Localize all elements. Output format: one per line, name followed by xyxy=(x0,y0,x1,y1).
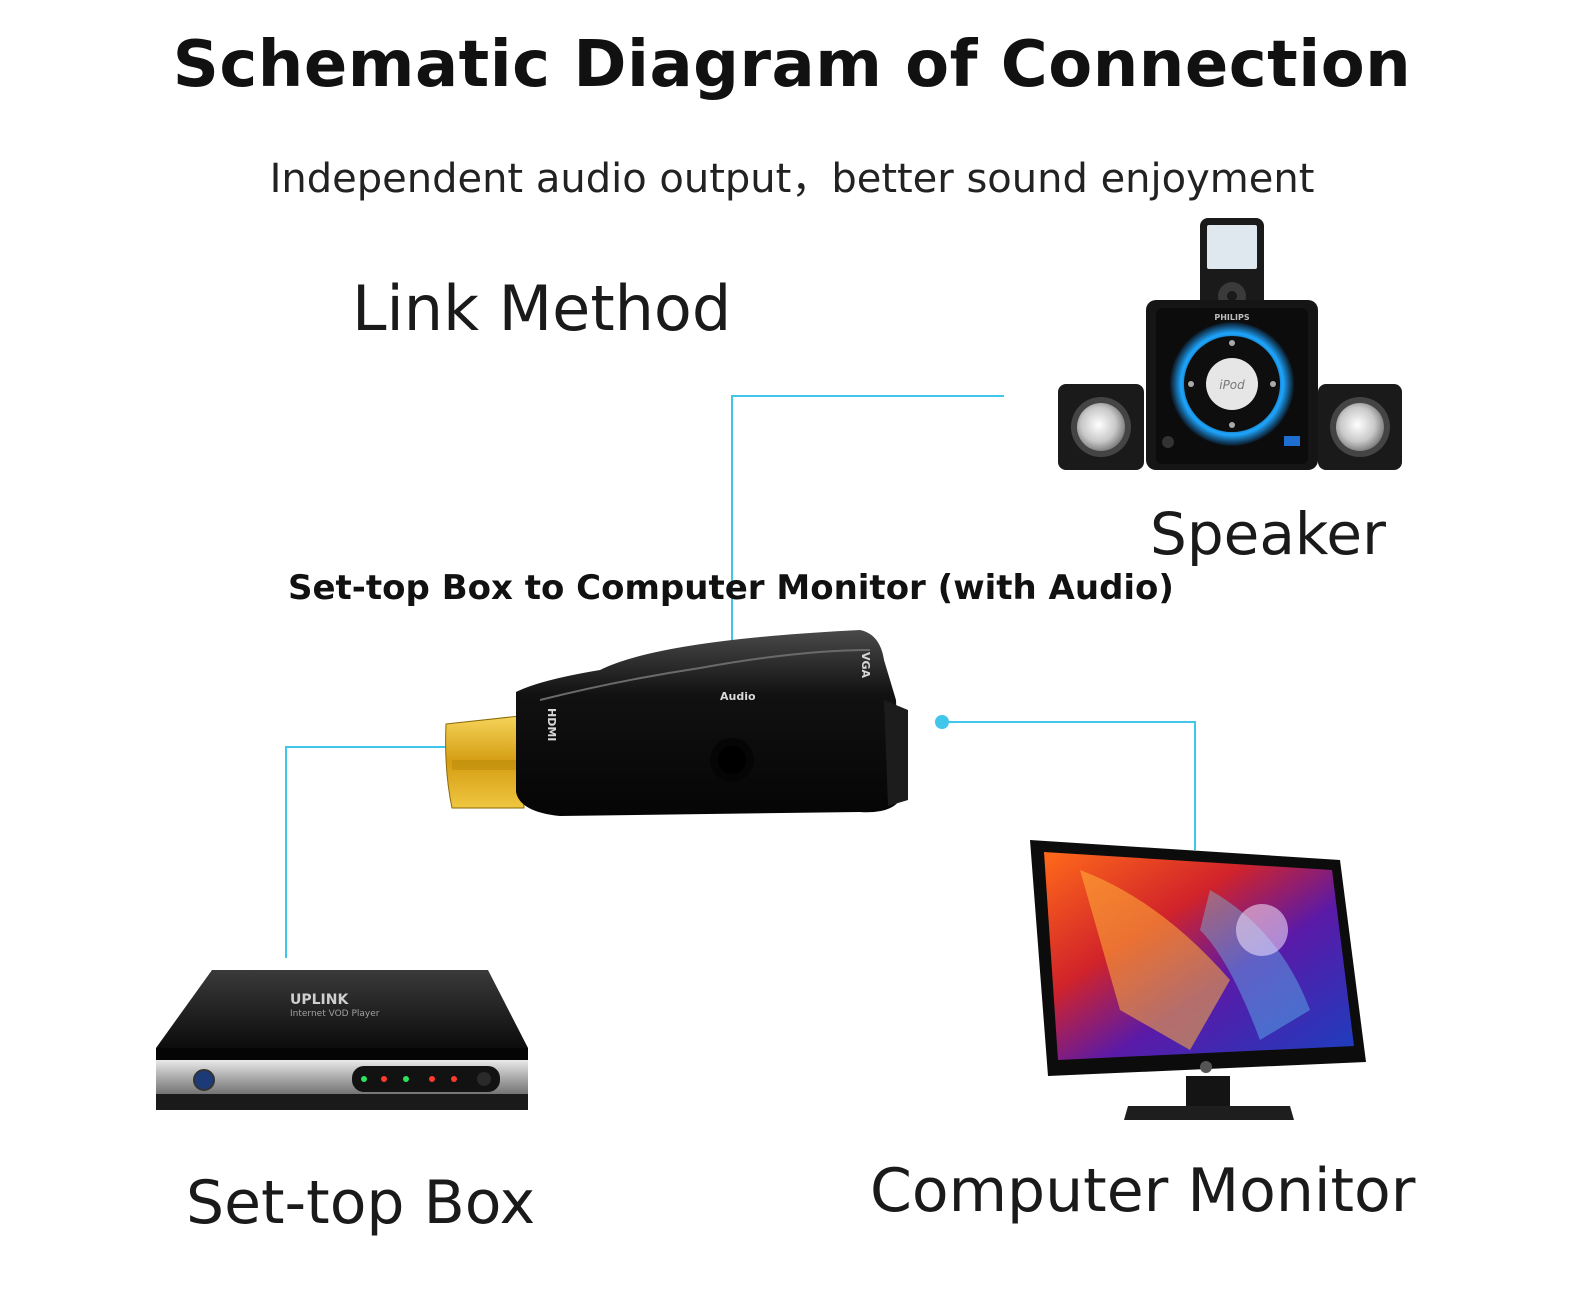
adapter-audio-label: Audio xyxy=(720,690,756,703)
speaker-label: Speaker xyxy=(1150,500,1386,568)
page-title: Schematic Diagram of Connection xyxy=(172,28,1412,102)
speaker-dock-text: iPod xyxy=(1219,378,1245,392)
stb-brand-text: UPLINK xyxy=(290,992,349,1008)
set-top-box-image: UPLINK Internet VOD Player xyxy=(156,970,528,1110)
hdmi-vga-adapter-image: HDMI Audio VGA xyxy=(445,630,908,816)
adapter-hdmi-label: HDMI xyxy=(545,708,558,741)
speaker-audio-line xyxy=(731,395,1004,734)
page-subtitle: Independent audio output，better sound en… xyxy=(269,156,1315,202)
computer-monitor-image xyxy=(1030,840,1366,1120)
stb-hdmi-line xyxy=(285,746,486,958)
set-top-box-label: Set-top Box xyxy=(186,1168,536,1238)
link-method-heading: Link Method xyxy=(352,272,732,345)
stb-model-text: Internet VOD Player xyxy=(290,1009,380,1019)
vga-connection-dot xyxy=(935,715,949,729)
speaker-image: PHILIPS iPod xyxy=(1058,218,1402,470)
speaker-brand-text: PHILIPS xyxy=(1214,313,1249,322)
adapter-vga-label: VGA xyxy=(859,652,872,679)
monitor-vga-line xyxy=(942,721,1196,850)
computer-monitor-label: Computer Monitor xyxy=(870,1156,1416,1226)
connection-route-label: Set-top Box to Computer Monitor (with Au… xyxy=(288,568,1174,608)
connector-lines xyxy=(285,395,1196,958)
